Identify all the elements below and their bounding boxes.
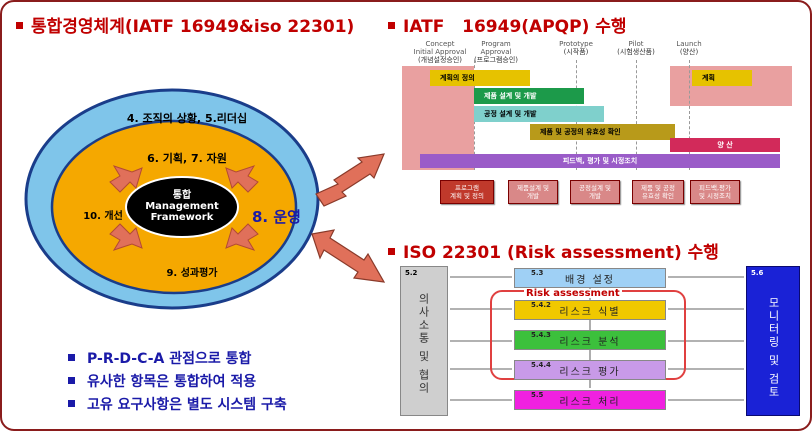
arrow-to-apqp-icon [315,153,385,207]
apqp-bar: 제품 및 공정의 유효성 확인 [530,124,675,140]
communication-number: 5.2 [405,269,418,277]
bullet-item: P-R-D-C-A 관점으로 통합 [68,348,251,368]
core-ellipse [125,176,239,238]
bullet-square-icon [388,247,395,255]
iso-title: ISO 22301 (Risk assessment) 수행 [388,238,719,263]
apqp-bar: 양 산 [670,138,780,152]
apqp-chart: Concept Initial Approval(개념설정승인) Program… [400,40,794,212]
bullet-item: 고유 요구사항은 별도 시스템 구축 [68,394,287,414]
iso-connectors [450,276,744,401]
risk-assessment-label: Risk assessment [524,288,622,299]
ring-outer-label: 4. 조직의 상황, 5.리더십 [126,112,248,125]
bullet-square-icon [68,353,75,361]
left-title: 통합경영체계(IATF 16949&iso 22301) [16,12,354,37]
bullet-square-icon [16,21,23,29]
phase-label: Launch(양산) [676,40,702,56]
monitoring-panel: 5.6 모니터링 및 검토 [746,266,800,416]
apqp-bar: 공정 설계 및 개발 [474,106,604,122]
apqp-bar: 피드백, 평가 및 시정조치 [420,154,780,168]
phase-gridline [636,60,637,170]
link-arrows [311,153,386,283]
bullet-square-icon [388,21,395,29]
monitoring-number: 5.6 [751,269,764,277]
arrow-nw-icon [109,165,143,193]
arrow-to-iso-icon [311,229,386,283]
ring-left-label: 10. 개선 [83,211,123,222]
bullet-square-icon [68,399,75,407]
apqp-stage-box: 공정설계 및 개발 [570,180,620,204]
bullet-item: 유사한 항목은 통합하여 적용 [68,371,256,391]
apqp-bar: 계획의 정의 [430,70,530,86]
phase-gridline [689,60,690,170]
phase-label: Pilot(시험생산품) [617,40,655,56]
communication-panel: 5.2 의사소통 및 협의 [400,266,448,416]
arrow-ne-icon [225,165,259,193]
core-label: 통합 Management Framework [145,190,219,223]
iso-diagram: 5.2 의사소통 및 협의 5.6 모니터링 및 검토 Risk assessm… [400,262,804,424]
operation-label: 8. 운영 [252,208,301,226]
communication-label: 의사소통 및 협의 [417,293,430,395]
bullet-square-icon [68,376,75,384]
ring-bottom-label: 9. 성과평가 [166,268,218,279]
monitoring-label: 모니터링 및 검토 [767,297,780,399]
arrow-se-icon [225,223,259,251]
apqp-stage-box: 제품 및 공정 유효성 확인 [632,180,684,204]
phase-label: Concept Initial Approval(개념설정승인) [413,40,467,64]
phase-label: Program Approval(프로그램승인) [473,40,519,64]
apqp-stage-box: 제품설계 및 개발 [508,180,558,204]
cycle-arrows [109,165,259,251]
apqp-stage-box: 피드백,평가 및 시정조치 [690,180,740,204]
arrow-sw-icon [109,223,143,251]
apqp-bar: 계획 [692,70,752,86]
ring-top-label: 6. 기획, 7. 자원 [147,152,227,165]
apqp-bar: 제품 설계 및 개발 [474,88,584,104]
apqp-title: IATF 16949(APQP) 수행 [388,12,627,37]
phase-label: Prototype(시작품) [559,40,593,56]
apqp-stage-box: 프로그램 계획 및 정의 [440,180,494,204]
